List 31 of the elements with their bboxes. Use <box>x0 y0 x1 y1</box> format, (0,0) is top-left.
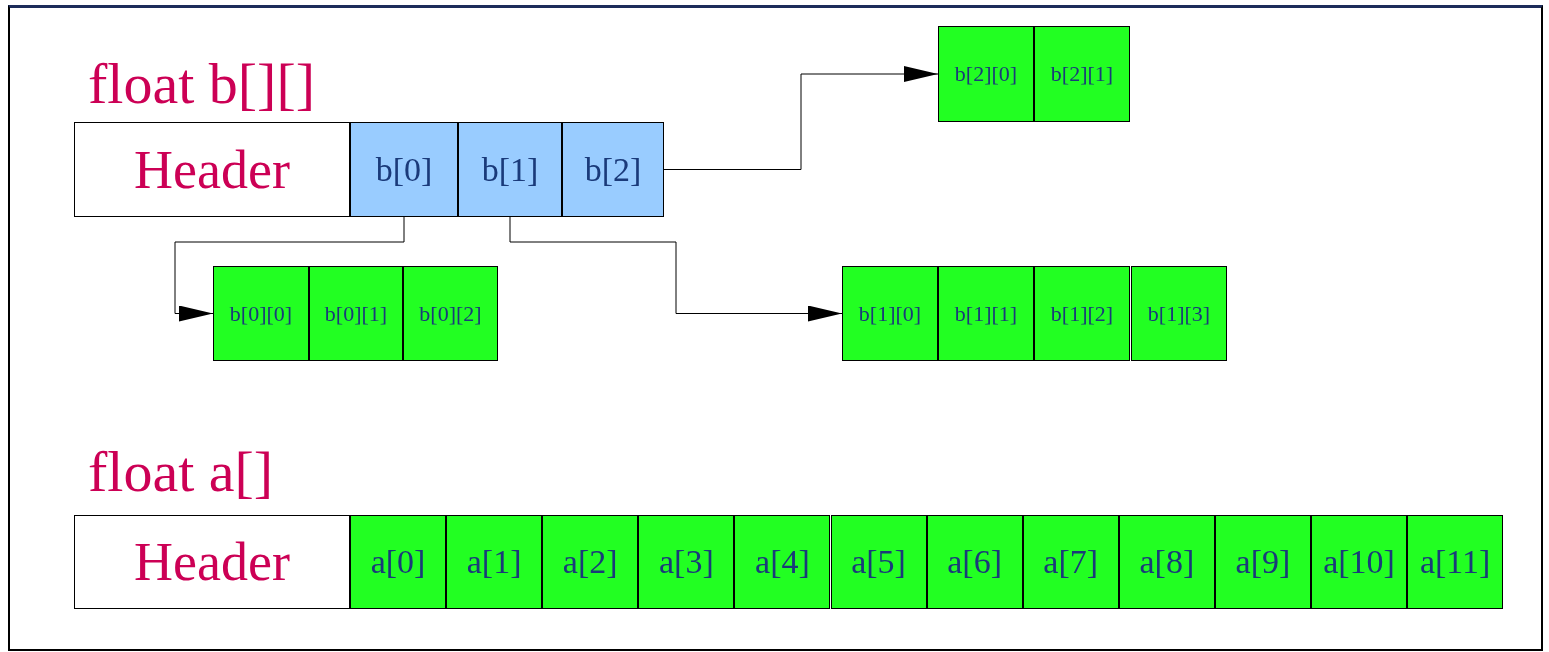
array-cell: a[1] <box>446 515 543 609</box>
array-cell: b[0][0] <box>213 266 309 361</box>
array-cell: a[2] <box>542 515 639 609</box>
arrow <box>174 216 405 322</box>
array-cell: b[2][1] <box>1034 26 1130 122</box>
array-cell: a[10] <box>1311 515 1408 609</box>
array-cell: b[1][1] <box>938 266 1034 361</box>
array-cell: b[0][2] <box>403 266 498 361</box>
pointer-cell: b[0] <box>350 122 458 217</box>
header-box: Header <box>74 122 350 217</box>
arrow <box>663 66 939 170</box>
pointer-cell: b[2] <box>562 122 664 217</box>
array-cell: a[3] <box>638 515 735 609</box>
array-cell: a[0] <box>350 515 447 609</box>
pointer-cell: b[1] <box>458 122 562 217</box>
array-cell: a[7] <box>1022 515 1119 609</box>
array-cell: a[6] <box>926 515 1023 609</box>
array-cell: a[5] <box>830 515 927 609</box>
array-declaration: float b[][] <box>88 55 316 113</box>
header-box: Header <box>74 515 350 609</box>
array-cell: a[11] <box>1407 515 1504 609</box>
array-cell: b[1][0] <box>842 266 938 361</box>
array-cell: b[1][2] <box>1034 266 1130 361</box>
array-cell: b[0][1] <box>309 266 403 361</box>
arrow <box>509 216 843 322</box>
array-cell: a[8] <box>1118 515 1215 609</box>
array-cell: a[4] <box>734 515 831 609</box>
array-declaration: float a[] <box>88 443 274 501</box>
array-cell: b[1][3] <box>1131 266 1227 361</box>
array-cell: b[2][0] <box>938 26 1034 122</box>
array-cell: a[9] <box>1214 515 1311 609</box>
